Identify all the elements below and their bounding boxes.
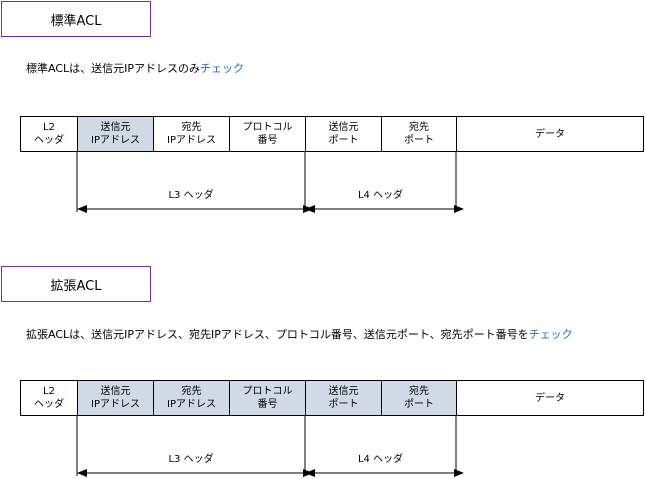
header-span-dimensions-extended: L3 ヘッダ L4 ヘッダ	[76, 416, 464, 477]
section-title-extended-acl: 拡張ACL	[1, 266, 151, 302]
section-description: 標準ACLは、送信元IPアドレスのみチェック	[26, 60, 244, 76]
field-cell: 宛先 ポート	[381, 381, 456, 415]
section-title-standard-acl: 標準ACL	[1, 1, 151, 37]
field-cell: L2 ヘッダ	[20, 381, 77, 415]
description-text: 標準ACLは、送信元IPアドレスのみ	[26, 62, 201, 75]
field-cell: 宛先 ポート	[381, 117, 456, 151]
field-cell: 送信元 IPアドレス	[77, 381, 153, 415]
span-label: L4 ヘッダ	[358, 452, 403, 465]
field-cell: プロトコル 番号	[229, 117, 305, 151]
field-cell: プロトコル 番号	[229, 381, 305, 415]
packet-diagram-standard: L2 ヘッダ送信元 IPアドレス宛先 IPアドレスプロトコル 番号送信元 ポート…	[20, 116, 644, 152]
field-cell: 送信元 ポート	[305, 381, 381, 415]
field-cell: 送信元 IPアドレス	[77, 117, 153, 151]
span-label: L4 ヘッダ	[358, 188, 403, 201]
field-cell: 宛先 IPアドレス	[153, 117, 229, 151]
section-title-text: 標準ACL	[50, 13, 102, 29]
field-cell: 宛先 IPアドレス	[153, 381, 229, 415]
span-label: L3 ヘッダ	[168, 452, 213, 465]
description-highlight: チェック	[200, 62, 245, 75]
field-cell: データ	[456, 381, 644, 415]
span-label: L3 ヘッダ	[168, 188, 213, 201]
field-cell: L2 ヘッダ	[20, 117, 77, 151]
field-cell: データ	[456, 117, 644, 151]
section-description: 拡張ACLは、送信元IPアドレス、宛先IPアドレス、プロトコル番号、送信元ポート…	[26, 326, 573, 342]
description-highlight: チェック	[528, 328, 573, 341]
description-text: 拡張ACLは、送信元IPアドレス、宛先IPアドレス、プロトコル番号、送信元ポート…	[26, 328, 529, 341]
field-cell: 送信元 ポート	[305, 117, 381, 151]
section-title-text: 拡張ACL	[50, 278, 102, 294]
header-span-dimensions-standard: L3 ヘッダ L4 ヘッダ	[76, 152, 464, 213]
packet-diagram-extended: L2 ヘッダ送信元 IPアドレス宛先 IPアドレスプロトコル 番号送信元 ポート…	[20, 380, 644, 416]
